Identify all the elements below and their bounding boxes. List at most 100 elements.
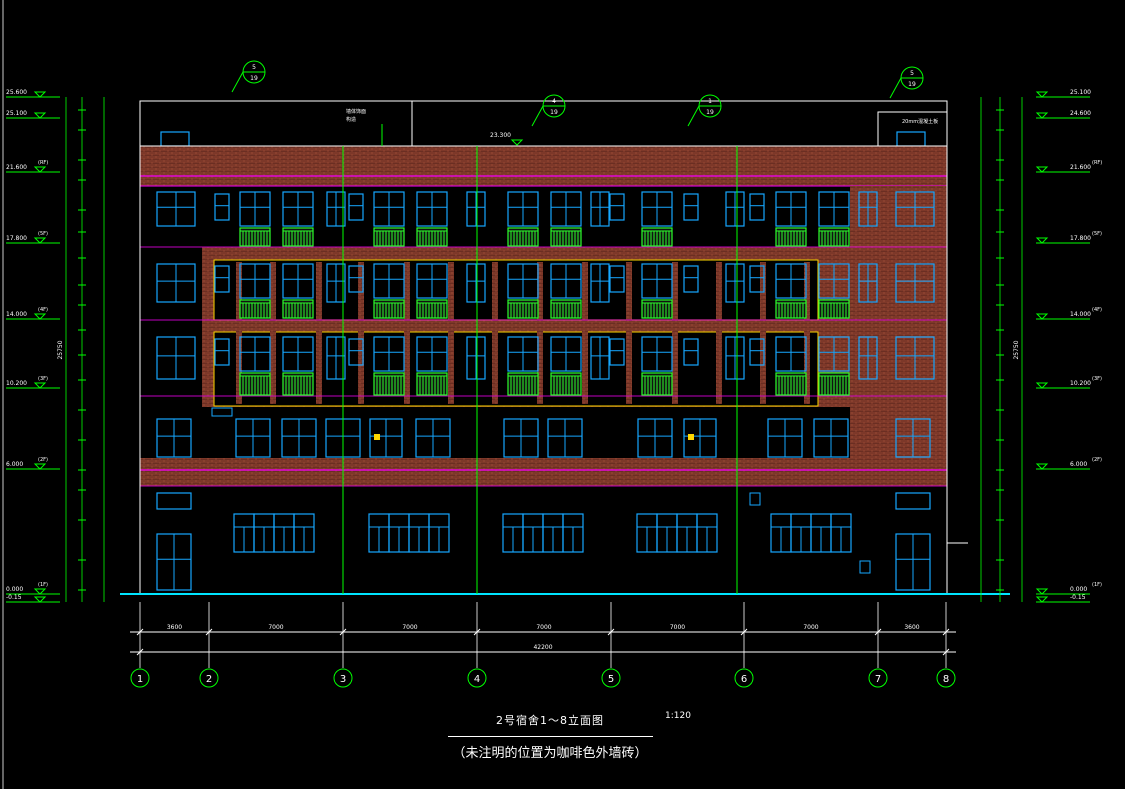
window (326, 263, 346, 303)
window (749, 338, 765, 366)
elevation-value: 6.000 (6, 461, 23, 468)
elevation-value: 14.000 (6, 311, 27, 318)
brick-pier (316, 262, 322, 404)
window (641, 191, 673, 227)
elevation-marks-right: 25.10024.60021.600(RF)17.800(5F)14.000(4… (980, 89, 1102, 603)
detail-ref-sheet: 19 (706, 109, 714, 116)
elevation-value: 25.100 (1070, 89, 1091, 96)
floor-tag: (RF) (1092, 160, 1102, 166)
roof-brick-band (140, 146, 947, 186)
window (895, 191, 935, 227)
balcony-railing (373, 372, 405, 396)
elevation-value: 0.000 (1070, 586, 1087, 593)
balcony-railing (818, 227, 850, 247)
window (858, 263, 878, 303)
span-dimension: 7000 (670, 624, 685, 631)
floor-tag: (3F) (38, 376, 48, 382)
elevation-triangle (33, 237, 47, 244)
axis-bubble (199, 668, 219, 688)
balcony-railing (282, 227, 314, 247)
window-1f-top-left (156, 492, 192, 510)
window (590, 191, 610, 227)
axis-bubble (130, 668, 150, 688)
balcony-railing (239, 372, 271, 396)
balcony-railing (416, 299, 448, 319)
brick-pier (492, 262, 498, 404)
elevation-triangle (33, 112, 47, 119)
floor-tag: (3F) (1092, 376, 1102, 382)
balcony-railing (239, 299, 271, 319)
drawing-scale: 1:120 (665, 711, 691, 721)
balcony-railing (239, 227, 271, 247)
stair-roof-box (877, 111, 948, 147)
axis-bubble (333, 668, 353, 688)
window (818, 191, 850, 227)
window (281, 418, 317, 458)
window (609, 193, 625, 221)
balcony-railing (775, 227, 807, 247)
drawing-title: 2号宿舍1～8立面图 (496, 714, 604, 727)
elevation-triangle (1035, 596, 1049, 603)
dim-tick (607, 628, 615, 636)
floor-tag: (4F) (1092, 307, 1102, 313)
elevation-value: -0.15 (6, 594, 22, 601)
window (725, 263, 745, 303)
window (156, 263, 196, 303)
elevation-triangle (1035, 382, 1049, 389)
balcony-railing (641, 227, 673, 247)
brick-pier (448, 262, 454, 404)
detail-ref-sheet: 19 (250, 75, 258, 82)
axis-bubble (868, 668, 888, 688)
axis-label: 3 (340, 674, 346, 685)
window (507, 191, 539, 227)
span-dimension: 3600 (904, 624, 919, 631)
window (609, 265, 625, 293)
brick-pier (672, 262, 678, 404)
detail-ref-leader (687, 105, 700, 127)
balcony-railing (550, 299, 582, 319)
elevation-triangle (33, 463, 47, 470)
brick-pier (582, 262, 588, 404)
yellow-marker (688, 434, 694, 440)
window (348, 265, 364, 293)
ribbon-window (770, 513, 852, 553)
window (373, 336, 405, 372)
balcony-railing (550, 227, 582, 247)
axis-label: 8 (943, 674, 949, 685)
window (466, 191, 486, 227)
balcony-railing (416, 372, 448, 396)
axis-label: 2 (206, 674, 212, 685)
vent-1f-2 (859, 560, 871, 574)
dim-tick (205, 628, 213, 636)
brick-pier (358, 262, 364, 404)
window (749, 265, 765, 293)
window (156, 336, 196, 380)
vent-grille (211, 407, 233, 417)
floor-tag: (5F) (1092, 231, 1102, 237)
ribbon-window (368, 513, 450, 553)
balcony-railing (373, 299, 405, 319)
window (767, 418, 803, 458)
elevation-value: 25.600 (6, 89, 27, 96)
elevation-triangle (33, 596, 47, 603)
elevation-triangle (33, 91, 47, 98)
window (156, 418, 192, 458)
brick-pier (804, 262, 810, 404)
balcony-railing (641, 299, 673, 319)
window (282, 336, 314, 372)
window (550, 191, 582, 227)
elevation-value: 17.800 (1070, 235, 1091, 242)
elevation-triangle (33, 588, 47, 595)
axis-label: 7 (875, 674, 881, 685)
dim-tick (740, 628, 748, 636)
window (895, 336, 935, 380)
floor-tag: (1F) (38, 582, 48, 588)
elevation-triangle (1035, 463, 1049, 470)
total-height-dim: 25750 (1013, 340, 1020, 359)
balcony-railing (507, 299, 539, 319)
balcony-railing (641, 372, 673, 396)
window (813, 418, 849, 458)
window (235, 418, 271, 458)
